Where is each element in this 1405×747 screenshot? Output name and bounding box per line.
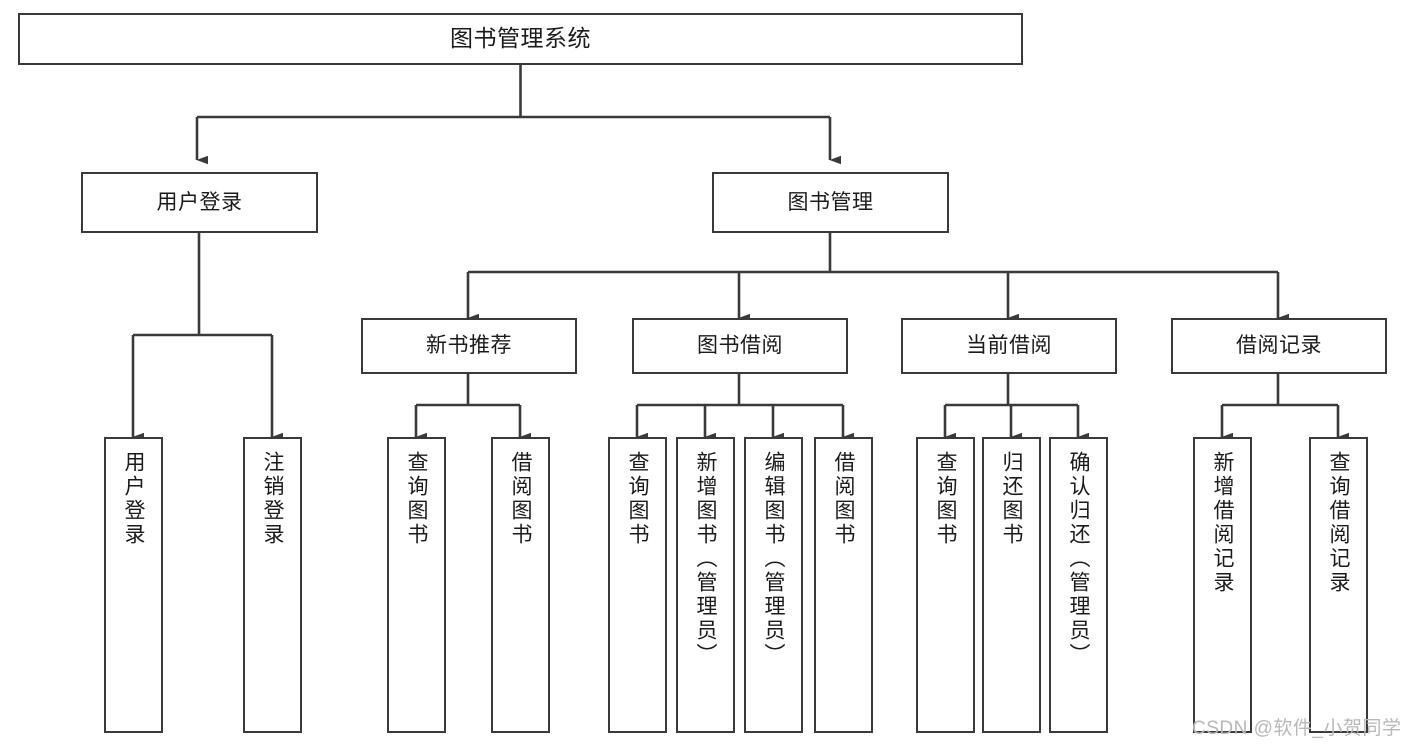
node-leaf-edit-book[interactable]: 编辑图书（管理员） <box>744 437 803 733</box>
node-leaf-query-record[interactable]: 查询借阅记录 <box>1309 437 1368 733</box>
node-leaf-add-book-label: 新增图书（管理员） <box>694 451 717 667</box>
node-leaf-query-book-1-label: 查询图书 <box>405 451 428 547</box>
node-leaf-query-record-label: 查询借阅记录 <box>1327 451 1350 595</box>
node-new-book-recommend[interactable]: 新书推荐 <box>361 318 577 374</box>
node-leaf-user-login[interactable]: 用户登录 <box>104 437 163 733</box>
node-borrow-record-label: 借阅记录 <box>1236 334 1322 358</box>
node-leaf-query-book-3[interactable]: 查询图书 <box>916 437 975 733</box>
node-root[interactable]: 图书管理系统 <box>18 13 1023 65</box>
node-current-borrow-label: 当前借阅 <box>966 334 1052 358</box>
node-borrow-record[interactable]: 借阅记录 <box>1171 318 1387 374</box>
node-leaf-return-book[interactable]: 归还图书 <box>982 437 1041 733</box>
node-user-login-label: 用户登录 <box>156 190 243 214</box>
node-new-book-recommend-label: 新书推荐 <box>426 334 512 358</box>
node-leaf-borrow-book-2[interactable]: 借阅图书 <box>814 437 873 733</box>
node-leaf-query-book-2[interactable]: 查询图书 <box>608 437 667 733</box>
node-leaf-edit-book-label: 编辑图书（管理员） <box>762 451 785 667</box>
node-leaf-borrow-book-2-label: 借阅图书 <box>832 451 855 547</box>
node-leaf-query-book-1[interactable]: 查询图书 <box>387 437 446 733</box>
node-root-label: 图书管理系统 <box>450 25 591 52</box>
node-leaf-add-record[interactable]: 新增借阅记录 <box>1193 437 1252 733</box>
node-leaf-add-book[interactable]: 新增图书（管理员） <box>676 437 735 733</box>
node-leaf-borrow-book-1-label: 借阅图书 <box>509 451 532 547</box>
node-leaf-borrow-book-1[interactable]: 借阅图书 <box>491 437 550 733</box>
node-leaf-user-login-label: 用户登录 <box>122 451 145 547</box>
node-user-login[interactable]: 用户登录 <box>81 172 318 233</box>
node-book-borrow[interactable]: 图书借阅 <box>632 318 848 374</box>
node-leaf-user-logout[interactable]: 注销登录 <box>243 437 302 733</box>
node-book-manage-label: 图书管理 <box>787 190 874 214</box>
node-leaf-user-logout-label: 注销登录 <box>261 451 284 547</box>
node-leaf-query-book-2-label: 查询图书 <box>626 451 649 547</box>
node-book-manage[interactable]: 图书管理 <box>712 172 949 233</box>
node-leaf-confirm-return-label: 确认归还（管理员） <box>1067 451 1090 667</box>
node-current-borrow[interactable]: 当前借阅 <box>901 318 1117 374</box>
node-book-borrow-label: 图书借阅 <box>697 334 783 358</box>
node-leaf-confirm-return[interactable]: 确认归还（管理员） <box>1049 437 1108 733</box>
node-leaf-add-record-label: 新增借阅记录 <box>1211 451 1234 595</box>
node-leaf-return-book-label: 归还图书 <box>1000 451 1023 547</box>
node-leaf-query-book-3-label: 查询图书 <box>934 451 957 547</box>
